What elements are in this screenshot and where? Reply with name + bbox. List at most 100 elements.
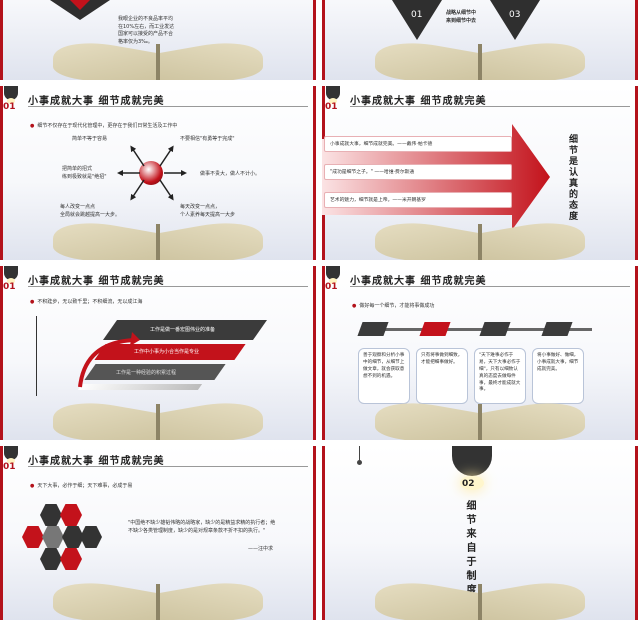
intro-text: 我眼企业的不良品率平均 在10%左右，而工业发达 国家可以接受的产品不合 格率仅…: [118, 16, 175, 45]
item-text: 每天改变一点点， 个人素养每天提高一大步: [180, 204, 236, 218]
slide-1: 我眼企业的不良品率平均 在10%左右，而工业发达 国家可以接受的产品不合 格率仅…: [0, 0, 316, 80]
slide-title: 小事成就大事 细节成就完美: [350, 96, 487, 107]
hex-tile: [40, 504, 62, 526]
axis-line: [36, 316, 37, 396]
slide-title: 小事成就大事 细节成就完美: [28, 96, 165, 107]
slide-accent-bar: [635, 0, 638, 80]
open-book-image: [53, 574, 263, 620]
slide-accent-bar: [635, 446, 638, 620]
slide-accent-bar: [313, 86, 316, 260]
title-divider: [28, 106, 308, 107]
section-number: 01: [3, 462, 16, 472]
section-number: 01: [325, 282, 338, 292]
quote-bar: 小事成就大事，细节成就完美。——戴伟·帕卡德: [324, 136, 512, 152]
lamp-icon: [4, 446, 18, 464]
item-text: 把简单的招式 练到极致就是"绝招": [62, 166, 107, 180]
pendant-icon: [357, 460, 362, 465]
cube-block: [419, 322, 451, 336]
slide-accent-bar: [635, 266, 638, 440]
lamp-icon: [452, 446, 492, 476]
lamp-icon: [326, 86, 340, 104]
section-number: 01: [325, 102, 338, 112]
bullet-text: 天下大事，必作于细；天下难事，必成于易: [30, 482, 132, 489]
triangle-icon: [392, 0, 442, 40]
open-book-image: [375, 34, 585, 80]
hex-tile: [22, 526, 44, 548]
quote-text: "中国绝不缺少雄韬伟略的战略家，缺少的是精益求精的执行者；绝不缺少各类管理制度，…: [128, 520, 276, 534]
slide-title: 小事成就大事 细节成就完美: [28, 276, 165, 287]
item-text: 做事不贵大，做人不计小。: [200, 171, 261, 177]
hex-tile: [62, 526, 84, 548]
slide-4: 01 小事成就大事 细节成就完美 小事成就大事，细节成就完美。——戴伟·帕卡德 …: [322, 86, 638, 260]
slide-8: 02 细节来自于制度: [322, 446, 638, 620]
info-box: 将小事做好、做细，小事成就大事，细节成就完美。: [532, 348, 584, 404]
slide-6: 01 小事成就大事 细节成就完美 做好每一个细节，才能将事做成功 善于观察和分析…: [322, 266, 638, 440]
lamp-icon: [4, 86, 18, 104]
slide-accent-bar: [313, 446, 316, 620]
cube-block: [357, 322, 389, 336]
arrow-icon: [117, 145, 187, 201]
bullet-text: 做好每一个细节，才能将事做成功: [352, 302, 434, 309]
center-text: 战略从细节中 来到细节中去: [446, 10, 477, 24]
triangle-icon: [50, 0, 110, 20]
slide-accent-bar: [635, 86, 638, 260]
connector-line: [362, 328, 592, 331]
open-book-image: [53, 34, 263, 80]
open-book-image: [375, 214, 585, 260]
quote-bar: "成功是细节之子。" ——哈维·费尔斯通: [324, 164, 512, 180]
layer-text: 工作是做一番宏图伟业的准备: [150, 327, 216, 333]
title-divider: [28, 466, 308, 467]
curve-arrow-icon: [78, 332, 140, 388]
slide-title: 小事成就大事 细节成就完美: [28, 456, 165, 467]
open-book-image: [53, 214, 263, 260]
open-book-image: [375, 394, 585, 440]
triangle-icon: [490, 0, 540, 40]
item-text: 每人改变一点点 全局就会跳越提高一大步。: [60, 204, 121, 218]
side-caption: 细节来自于制度: [464, 500, 475, 598]
info-box: 只有将事做到细致，才能把细事做好。: [416, 348, 468, 404]
hex-tile: [60, 548, 82, 570]
slide-title: 小事成就大事 细节成就完美: [350, 276, 487, 287]
section-number: 01: [3, 282, 16, 292]
slide-2: 01 03 战略从细节中 来到细节中去: [322, 0, 638, 80]
slide-accent-bar: [0, 446, 3, 620]
slide-accent-bar: [322, 0, 325, 80]
lamp-icon: [4, 266, 18, 284]
slide-accent-bar: [0, 266, 3, 440]
slide-accent-bar: [313, 266, 316, 440]
lamp-light: [460, 476, 484, 490]
side-caption: 细节是认真的态度: [567, 134, 577, 222]
hex-tile: [80, 526, 102, 548]
bullet-text: 细节不仅存在于现代化管理中，更存在于我们日常生活及工作中: [30, 122, 177, 129]
pendant-icon: [359, 446, 360, 462]
quote-bar: 艺术的魅力，细节就是上帝。——米开朗基罗: [324, 192, 512, 208]
item-text: 不要相信"有勇等于完成": [180, 136, 235, 142]
bullet-text: 不积跬步，无以致千里；不积细流，无以成江海: [30, 298, 142, 305]
section-number: 02: [462, 479, 475, 489]
slide-accent-bar: [322, 266, 325, 440]
layer-text: 工作是一种经验的积累过程: [116, 370, 177, 376]
slide-5: 01 小事成就大事 细节成就完美 不积跬步，无以致千里；不积细流，无以成江海 工…: [0, 266, 316, 440]
slide-3: 01 小事成就大事 细节成就完美 细节不仅存在于现代化管理中，更存在于我们日常生…: [0, 86, 316, 260]
cube-block: [541, 322, 573, 336]
step-number: 01: [411, 10, 423, 20]
lamp-icon: [326, 266, 340, 284]
layer-text: 工作中小事为小合当作是专业: [134, 349, 200, 355]
title-divider: [28, 286, 308, 287]
hex-tile: [40, 548, 62, 570]
slide-accent-bar: [322, 446, 325, 620]
slide-7: 01 小事成就大事 细节成就完美 天下大事，必作于细；天下难事，必成于易 "中国…: [0, 446, 316, 620]
open-book-image: [375, 574, 585, 620]
title-divider: [350, 106, 630, 107]
section-number: 01: [3, 102, 16, 112]
cube-block: [479, 322, 511, 336]
quote-author: ——汪中求: [248, 546, 274, 552]
slide-accent-bar: [313, 0, 316, 80]
info-box: "天下难事必作于易，天下大事必作于细"，只有以细致认真的态度去做每件事，最终才能…: [474, 348, 526, 404]
hex-tile: [42, 526, 64, 548]
info-box: 善于观察和分析小事中的细节，从细节上做文章，就会获取意想不到的机遇。: [358, 348, 410, 404]
slide-accent-bar: [0, 0, 3, 80]
hex-tile: [60, 504, 82, 526]
title-divider: [350, 286, 630, 287]
open-book-image: [53, 394, 263, 440]
